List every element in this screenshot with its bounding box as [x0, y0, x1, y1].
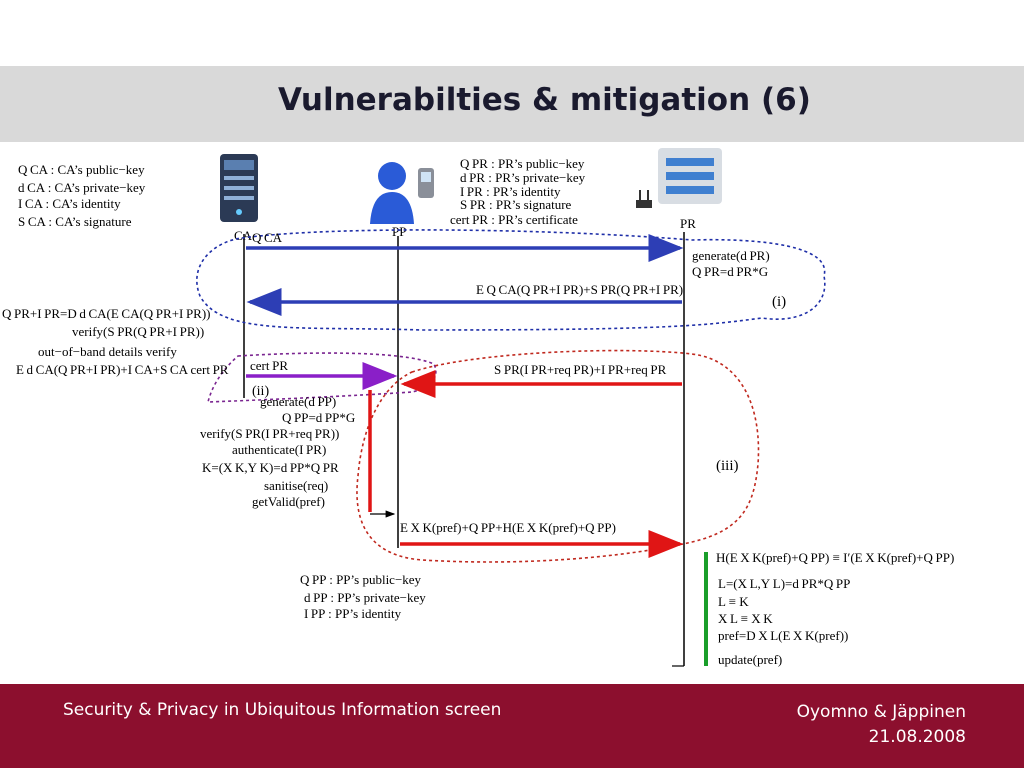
- footer-date: 21.08.2008: [868, 727, 966, 747]
- pr-legend-line: Q PR : PR’s public−key: [460, 156, 585, 171]
- footer-credits: Oyomno & Jäppinen 21.08.2008: [797, 700, 966, 750]
- message-pp-to-pr: E X K(pref)+Q PP+H(E X K(pref)+Q PP): [400, 520, 616, 535]
- pr-gen-step: generate(d PR): [692, 248, 770, 263]
- message-pr-to-pp: S PR(I PR+req PR)+I PR+req PR: [494, 362, 667, 377]
- region-ii-label: (ii): [252, 384, 269, 399]
- pp-step: generate(d PP): [260, 394, 336, 409]
- pp-step: getValid(pref): [252, 494, 325, 509]
- pr-legend: Q PR : PR’s public−key d PR : PR’s priva…: [450, 156, 586, 227]
- pr-final-step: H(E X K(pref)+Q PP) ≡ I′(E X K(pref)+Q P…: [716, 550, 954, 565]
- pp-step: K=(X K,Y K)=d PP*Q PR: [202, 460, 339, 475]
- footer-course-title: Security & Privacy in Ubiquitous Informa…: [63, 700, 502, 720]
- message-ca-to-pr: Q CA: [252, 230, 283, 245]
- message-pr-to-ca: E Q CA(Q PR+I PR)+S PR(Q PR+I PR): [476, 282, 683, 297]
- actor-label-pp: PP: [392, 224, 406, 239]
- ca-legend-line: d CA : CA’s private−key: [18, 180, 146, 195]
- pp-legend-line: d PP : PP’s private−key: [304, 590, 426, 605]
- actor-label-pr: PR: [680, 216, 696, 231]
- ca-legend-line: Q CA : CA’s public−key: [18, 162, 145, 177]
- pp-step: sanitise(req): [264, 478, 328, 493]
- ca-step: E d CA(Q PR+I PR)+I CA+S CA cert PR: [16, 362, 229, 377]
- region-iii-label: (iii): [716, 458, 739, 474]
- pp-step: authenticate(I PR): [232, 442, 326, 457]
- pr-legend-line: cert PR : PR’s certificate: [450, 212, 578, 227]
- pr-gen-step: Q PR=d PR*G: [692, 264, 768, 279]
- pr-legend-line: d PR : PR’s private−key: [460, 170, 586, 185]
- footer-authors: Oyomno & Jäppinen: [796, 702, 966, 722]
- pp-legend-line: Q PP : PP’s public−key: [300, 572, 422, 587]
- pp-step: verify(S PR(I PR+req PR)): [200, 426, 339, 441]
- pr-final-step: X L ≡ X K: [718, 611, 773, 626]
- ca-step: verify(S PR(Q PR+I PR)): [72, 324, 204, 339]
- pr-legend-line: S PR : PR’s signature: [460, 197, 572, 212]
- server-router-icon: [636, 148, 722, 208]
- region-i-label: (i): [772, 294, 786, 310]
- ca-step: out−of−band details verify: [38, 344, 177, 359]
- title-bar: [0, 66, 1024, 142]
- ca-legend: Q CA : CA’s public−key d CA : CA’s priva…: [18, 162, 146, 229]
- region-i-outline: [196, 229, 826, 331]
- pr-final-step: L=(X L,Y L)=d PR*Q PP: [718, 576, 850, 591]
- pr-final-step: L ≡ K: [718, 594, 749, 609]
- pp-legend-line: I PP : PP’s identity: [304, 606, 402, 621]
- pp-step: Q PP=d PP*G: [282, 410, 355, 425]
- ca-legend-line: I CA : CA’s identity: [18, 196, 121, 211]
- pp-legend: Q PP : PP’s public−key d PP : PP’s priva…: [300, 572, 426, 621]
- footer-bar: Security & Privacy in Ubiquitous Informa…: [0, 684, 1024, 768]
- pr-final-step: update(pref): [718, 652, 782, 667]
- ca-step: Q PR+I PR=D d CA(E CA(Q PR+I PR)): [2, 306, 211, 321]
- slide-title: Vulnerabilties & mitigation (6): [278, 82, 811, 118]
- pr-final-step: pref=D X L(E X K(pref)): [718, 628, 848, 643]
- server-tower-icon: [220, 154, 258, 222]
- message-ca-to-pp: cert PR: [250, 358, 288, 373]
- pr-legend-line: I PR : PR’s identity: [460, 184, 561, 199]
- ca-legend-line: S CA : CA’s signature: [18, 214, 132, 229]
- region-iii-outline: [356, 349, 760, 563]
- person-phone-icon: [370, 162, 434, 224]
- sequence-diagram: CA PP PR Q CA : CA’s public−key d CA : C…: [2, 146, 1012, 676]
